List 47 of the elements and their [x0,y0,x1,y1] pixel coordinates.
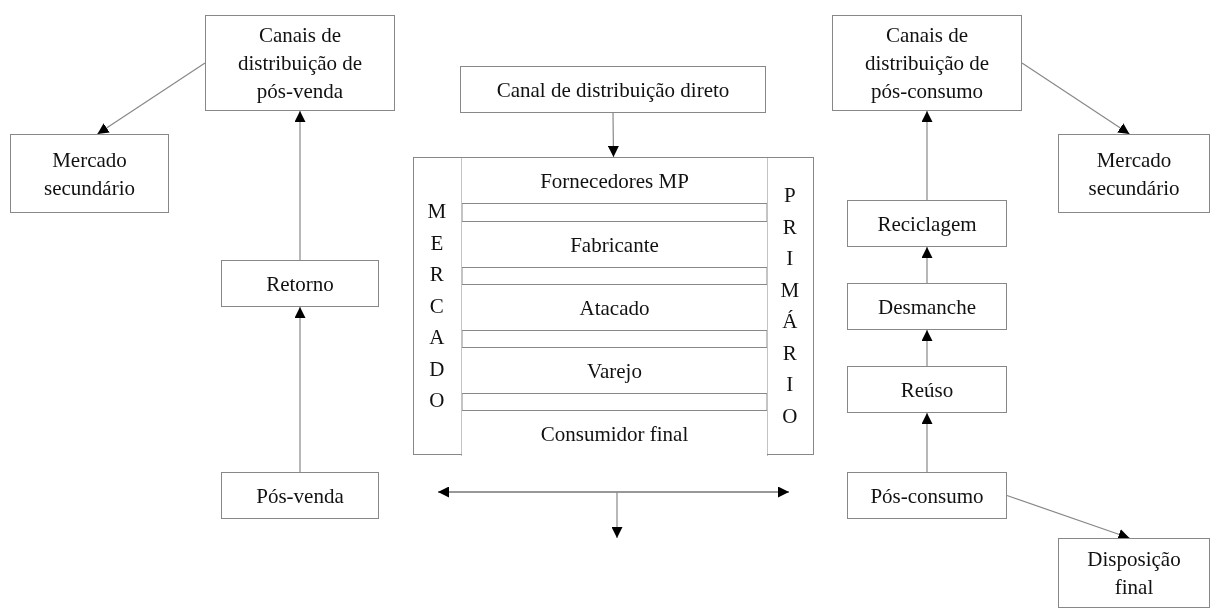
market-panel [413,157,814,455]
box-label: Disposição final [1086,546,1182,601]
arrow [96,62,206,135]
process-box [847,200,1007,247]
arrow [921,412,933,473]
box-label: Reciclagem [877,210,977,238]
box-label: Mercado secundário [1087,146,1181,202]
channel-row [462,284,767,331]
box-label: Fornecedores MP [540,167,689,195]
arrow [1021,62,1131,135]
vertical-label: MERCADO [427,197,447,414]
process-box [1058,134,1210,213]
arrow [921,246,933,284]
arrow [607,112,619,158]
process-box [1058,538,1210,608]
box-label: Canais de distribuição de pós-venda [236,22,364,105]
box-label: Pós-venda [256,482,344,510]
box-label: Canal de distribuição direto [496,76,730,104]
box-label: Desmanche [878,293,976,321]
channel-row [462,221,767,268]
process-box [221,260,379,307]
channel-row [462,410,767,456]
box-label: Atacado [579,294,650,322]
arrow [921,110,933,201]
vertical-label: PRIMÁRIO [780,182,800,430]
process-box [847,366,1007,413]
box-label: Retorno [266,270,334,298]
box-label: Mercado secundário [43,146,136,202]
arrow [921,329,933,367]
arrow [294,110,306,261]
process-box [460,66,766,113]
process-box [205,15,395,111]
box-label: Canais de distribuição de pós-consumo [863,22,991,105]
process-box [10,134,169,213]
process-box [847,283,1007,330]
channel-row [462,347,767,394]
box-label: Reúso [900,376,954,404]
channel-row [462,158,767,204]
process-box [847,472,1007,519]
box-label: Consumidor final [540,420,689,448]
box-label: Fabricante [570,231,659,259]
box-label: Varejo [587,357,642,385]
process-box [832,15,1022,111]
arrow [294,306,306,473]
process-box [221,472,379,519]
box-label: Pós-consumo [870,482,984,510]
arrow [1006,494,1131,540]
